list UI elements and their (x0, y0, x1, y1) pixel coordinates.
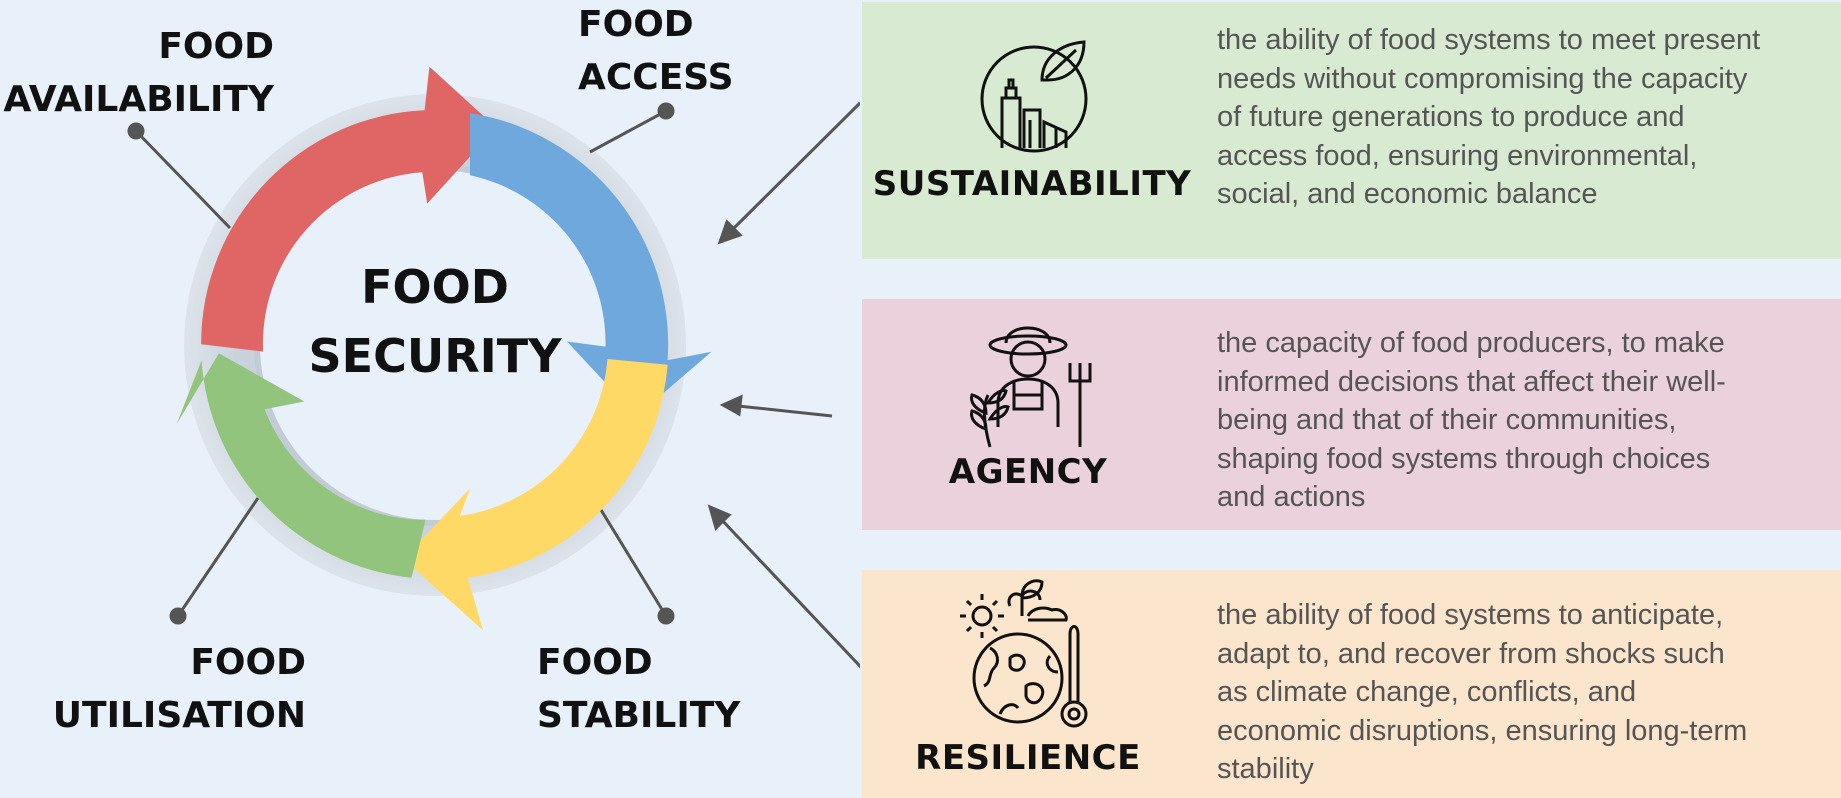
label-availability-line1: FOOD (158, 26, 274, 67)
connector-stability (596, 504, 668, 617)
description-line: informed decisions that affect their wel… (1217, 365, 1726, 398)
pointer-head-resilience (707, 504, 732, 531)
pointer-resilience (718, 516, 860, 669)
food-security-cycle: FOOD SECURITY FOOD AVAILABILITY FOOD ACC… (3, 4, 860, 736)
panel-description: the ability of food systems to meet pres… (1217, 21, 1822, 214)
description-line: shaping food systems through choices (1217, 442, 1711, 475)
label-access-line1: FOOD (578, 4, 694, 45)
label-stability-line2: STABILITY (537, 695, 741, 736)
arrow-stability (403, 359, 668, 631)
connector-utilisation (176, 497, 260, 617)
center-title-line2: SECURITY (309, 329, 563, 383)
panel-description: the ability of food systems to anticipat… (1217, 596, 1822, 789)
label-availability-line2: AVAILABILITY (3, 79, 275, 120)
panel-title: SUSTAINABILITY (872, 164, 1192, 204)
city-leaf-icon (980, 40, 1088, 153)
description-line: the capacity of food producers, to make (1217, 327, 1725, 359)
description-line: needs without compromising the capacity (1217, 62, 1748, 95)
description-line: social, and economic balance (1217, 178, 1598, 210)
pointer-head-sustainability (717, 219, 743, 245)
description-line: access food, ensuring environmental, (1217, 139, 1698, 172)
connector-dot-utilisation (169, 607, 187, 625)
pointer-agency (737, 404, 833, 418)
description-line: of future generations to produce and (1217, 101, 1685, 133)
label-access-line2: ACCESS (578, 57, 734, 98)
connector-access (589, 109, 667, 154)
farmer-icon (970, 326, 1092, 448)
panel-background (862, 570, 1841, 798)
description-line: stability (1217, 753, 1314, 785)
panel-sustainability: SUSTAINABILITY the ability of food syste… (862, 2, 1841, 259)
panel-title: AGENCY (948, 452, 1108, 492)
connector-dot-access (657, 102, 675, 120)
panel-title: RESILIENCE (915, 738, 1141, 778)
label-stability-line1: FOOD (537, 642, 653, 683)
description-line: the ability of food systems to anticipat… (1217, 599, 1724, 631)
arrow-availability (201, 66, 497, 352)
label-utilisation-line2: UTILISATION (53, 695, 306, 736)
description-line: the ability of food systems to meet pres… (1217, 24, 1761, 56)
arrow-utilisation (176, 353, 426, 578)
description-line: adapt to, and recover from shocks such (1217, 637, 1725, 670)
pointer-sustainability (728, 101, 860, 234)
description-line: as climate change, conflicts, and (1217, 676, 1637, 708)
pillar-connectors (127, 102, 675, 625)
globe-climate-icon (960, 579, 1088, 728)
connector-dot-stability (657, 607, 675, 625)
description-line: and actions (1217, 481, 1366, 513)
description-line: economic disruptions, ensuring long-term (1217, 714, 1748, 747)
description-line: being and that of their communities, (1217, 404, 1677, 436)
panel-agency: AGENCY the capacity of food producers, t… (862, 299, 1841, 530)
connector-dot-availability (127, 122, 145, 140)
label-utilisation-line1: FOOD (190, 642, 306, 683)
pointer-head-agency (719, 394, 743, 417)
panel-resilience: RESILIENCE the ability of food systems t… (862, 570, 1841, 798)
panel-description: the capacity of food producers, to make … (1217, 324, 1822, 517)
arrow-access (470, 113, 712, 417)
panel-pointers (707, 101, 860, 669)
center-title-line1: FOOD (361, 260, 509, 314)
connector-availability (134, 129, 232, 230)
ring-hole (257, 167, 613, 523)
